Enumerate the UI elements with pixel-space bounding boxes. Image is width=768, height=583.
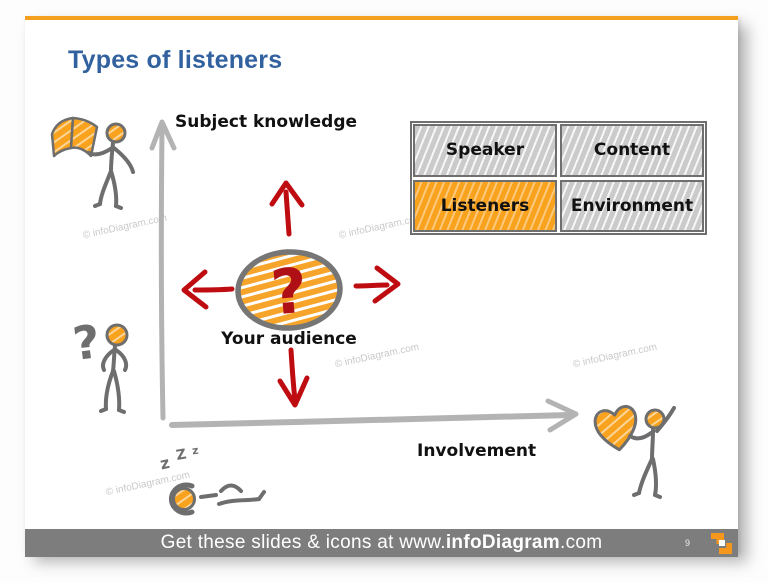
gray-question-mark: ? xyxy=(70,314,103,371)
arrow-down-icon xyxy=(277,347,310,408)
matrix-table: Speaker Content Listeners Environment xyxy=(410,121,707,235)
page-title: Types of listeners xyxy=(68,46,283,74)
reader-figure-icon xyxy=(50,116,135,210)
audience-label: Your audience xyxy=(221,329,357,349)
matrix-cell-content: Content xyxy=(560,124,704,177)
arrow-up-icon xyxy=(269,180,305,237)
x-axis xyxy=(169,398,579,433)
arrow-left-icon xyxy=(181,269,235,310)
footer-brand: infoDiagram xyxy=(445,532,560,553)
matrix-cell-environment: Environment xyxy=(560,179,704,232)
book-icon xyxy=(69,116,99,158)
confused-figure-icon: ? xyxy=(70,314,129,414)
footer-text: Get these slides & icons at www.infoDiag… xyxy=(25,529,738,557)
footer-text-prefix: Get these slides & icons at www. xyxy=(160,532,446,553)
sleeping-figure-icon: z Z z xyxy=(158,444,266,516)
audience-ellipse: ? xyxy=(235,249,343,331)
book-icon xyxy=(50,116,75,158)
logo-center-dot xyxy=(719,540,725,546)
matrix-cell-listeners: Listeners xyxy=(413,179,557,232)
heart-figure-icon xyxy=(593,404,676,499)
arrow-right-icon xyxy=(353,265,401,304)
logo-bracket-bottom-right xyxy=(719,543,732,554)
diagram-canvas: ? ? z Z xyxy=(50,116,676,516)
infodiagram-logo xyxy=(710,532,733,555)
page-number: 9 xyxy=(684,538,690,548)
zzz-text: z xyxy=(158,453,171,474)
slide-card: Types of listeners © infoDiagram.com © i… xyxy=(25,16,738,557)
question-mark: ? xyxy=(268,254,310,330)
y-axis-label: Subject knowledge xyxy=(175,112,358,132)
heart-icon xyxy=(593,404,638,452)
x-axis-label: Involvement xyxy=(417,441,537,461)
footer-text-suffix: .com xyxy=(560,532,603,553)
zzz-text: z xyxy=(191,444,199,458)
logo-bracket-top-left xyxy=(711,533,724,544)
footer-bar: Get these slides & icons at www.infoDiag… xyxy=(25,529,738,557)
y-axis xyxy=(149,119,177,421)
matrix-cell-speaker: Speaker xyxy=(413,124,557,177)
zzz-text: Z xyxy=(175,446,188,464)
